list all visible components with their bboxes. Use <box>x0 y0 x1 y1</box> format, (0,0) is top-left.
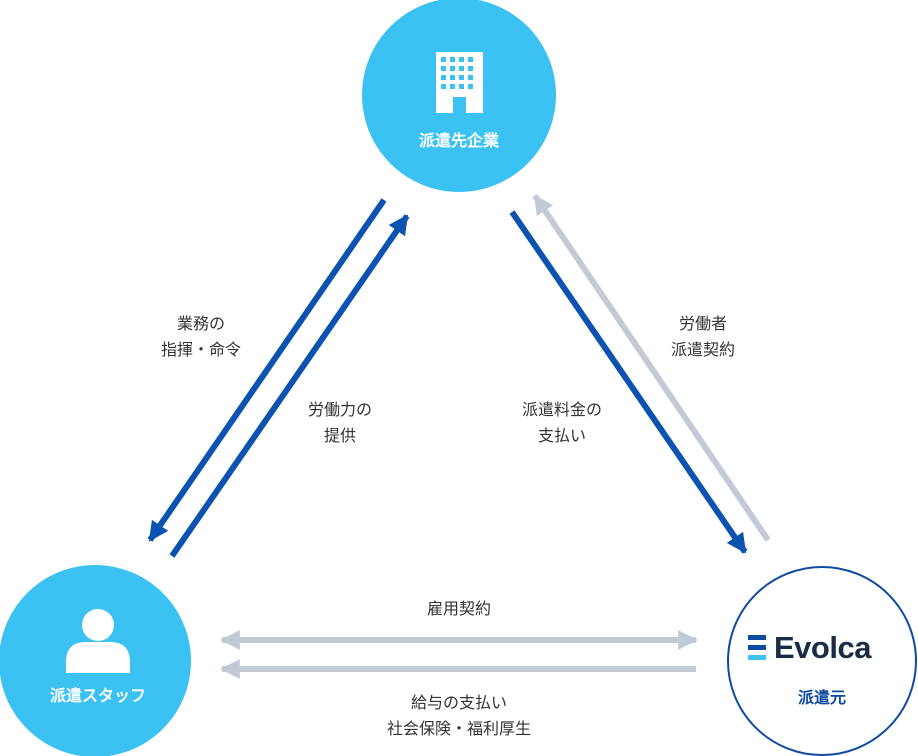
worker-contract-line1: 労働者 <box>678 314 728 333</box>
arrow-direction-command <box>147 198 387 542</box>
salary-welfare-line1: 給与の支払い <box>410 693 508 712</box>
dispatch-fee-line2: 支払い <box>537 426 587 445</box>
dispatch-fee-label: 派遣料金の 支払い <box>522 397 602 449</box>
direction-command-line2: 指揮・命令 <box>160 340 242 359</box>
arrow-worker-contract <box>532 194 771 542</box>
labor-provision-line1: 労働力の <box>307 400 373 419</box>
worker-contract-label: 労働者 派遣契約 <box>671 311 735 363</box>
dispatch-agency-label: 派遣元 <box>797 688 847 707</box>
client-company-label: 派遣先企業 <box>418 131 500 150</box>
person-icon <box>66 609 130 673</box>
employment-contract-label: 雇用契約 <box>427 596 491 622</box>
arrow-dispatch-fee <box>509 210 748 554</box>
salary-welfare-label: 給与の支払い 社会保険・福利厚生 <box>387 690 531 742</box>
staff-label: 派遣スタッフ <box>49 686 147 705</box>
evolca-logo-text: Evolca <box>774 630 871 665</box>
direction-command-line1: 業務の <box>176 314 226 333</box>
labor-provision-line2: 提供 <box>323 426 357 445</box>
dispatch-fee-line1: 派遣料金の <box>521 400 603 419</box>
salary-welfare-line2: 社会保険・福利厚生 <box>386 719 532 738</box>
building-icon <box>436 52 483 113</box>
evolca-logo-mark <box>748 635 766 660</box>
arrow-labor-provision <box>169 214 410 558</box>
labor-provision-label: 労働力の 提供 <box>308 397 372 449</box>
worker-contract-line2: 派遣契約 <box>670 340 736 359</box>
employment-contract-line1: 雇用契約 <box>426 599 492 618</box>
direction-command-label: 業務の 指揮・命令 <box>161 311 241 363</box>
dispatch-agency-node <box>727 566 917 756</box>
evolca-logo: Evolca <box>748 628 888 668</box>
